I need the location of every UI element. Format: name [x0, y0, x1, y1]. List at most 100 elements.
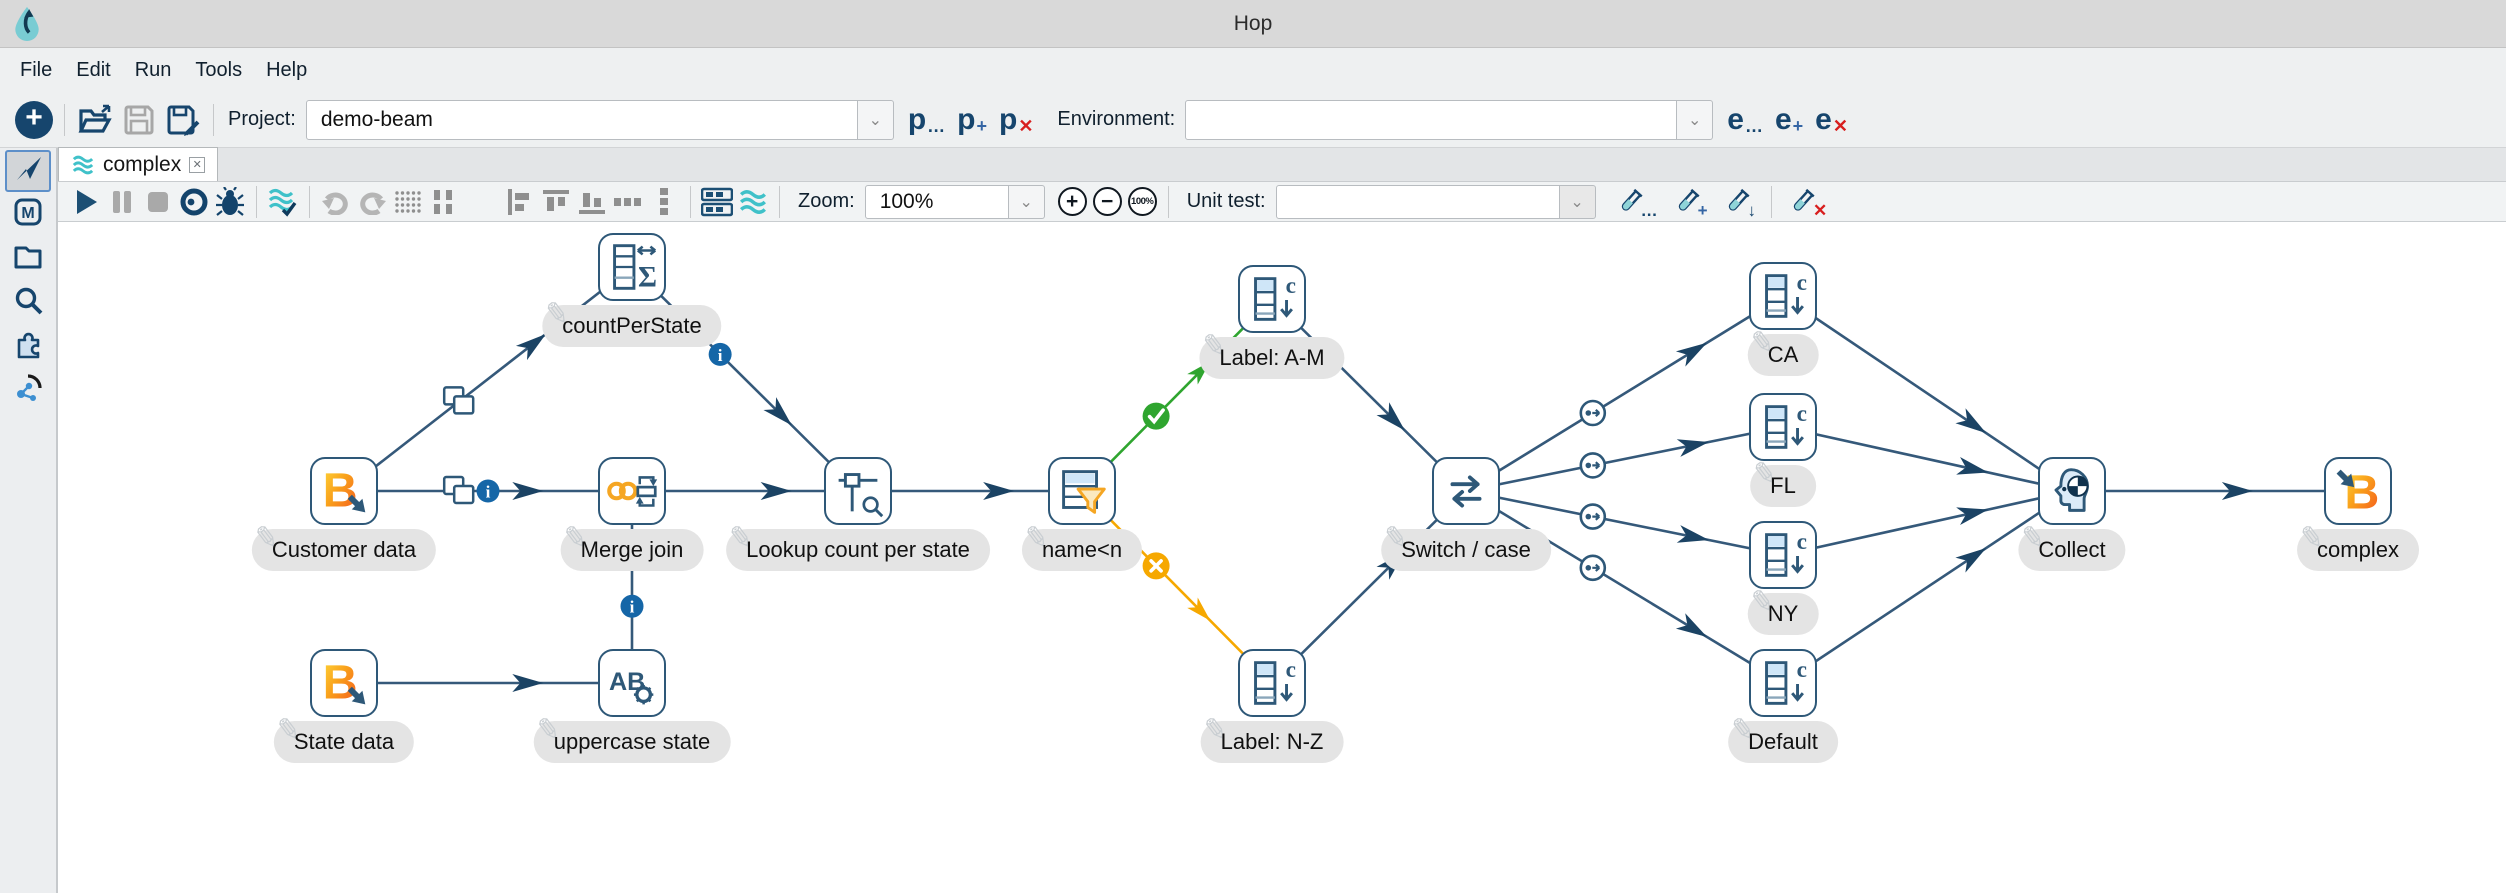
stop-button[interactable] [140, 185, 176, 219]
sidebar-item-plugins[interactable] [5, 326, 51, 368]
chevron-down-icon[interactable]: ⌄ [1677, 99, 1714, 140]
add-environment-button[interactable]: e+ [1775, 104, 1803, 135]
transform-collect[interactable] [2038, 457, 2106, 525]
menu-item-help[interactable]: Help [266, 58, 308, 81]
pipeline-waves-icon [740, 189, 766, 214]
zoom-out-button[interactable]: − [1092, 187, 1122, 216]
transform-switch-case[interactable] [1432, 457, 1500, 525]
transform-default[interactable]: c [1749, 649, 1817, 717]
transform-uppercase-state[interactable]: AB [598, 649, 666, 717]
transform-label-collect[interactable]: ✎Collect [2018, 520, 2126, 571]
edit-project-button[interactable]: p… [908, 104, 945, 135]
edit-environment-button[interactable]: e… [1727, 104, 1763, 135]
menu-item-run[interactable]: Run [134, 58, 172, 81]
save-as-icon [167, 105, 200, 136]
sidebar-item-search[interactable] [5, 282, 51, 324]
transform-ny[interactable]: c [1749, 521, 1817, 589]
create-unit-test-button[interactable]: + [1672, 187, 1708, 219]
transform-lookup[interactable] [824, 457, 892, 525]
align-columns-button[interactable] [426, 185, 462, 219]
sidebar-item-git[interactable] [5, 370, 51, 412]
project-combo[interactable]: demo-beam ⌄ [305, 99, 894, 140]
transform-label-label-nz[interactable]: ✎Label: N-Z [1200, 712, 1344, 763]
zoom-value[interactable]: 100% [864, 184, 1009, 219]
sidebar-item-data-orchestration[interactable] [5, 150, 51, 192]
transform-label-merge-join[interactable]: ✎Merge join [560, 520, 704, 571]
menu-item-file[interactable]: File [20, 58, 53, 81]
debug-button[interactable] [212, 185, 248, 219]
delete-unit-test-button[interactable]: ✕ [1787, 187, 1827, 219]
project-value[interactable]: demo-beam [305, 99, 858, 140]
transform-label-nz[interactable]: c [1238, 649, 1306, 717]
transform-merge-join[interactable] [598, 457, 666, 525]
environment-combo[interactable]: ⌄ [1185, 99, 1714, 140]
unit-test-value[interactable] [1275, 184, 1560, 219]
show-execution-results-button[interactable] [699, 185, 735, 219]
sidebar-item-metadata[interactable]: M [5, 194, 51, 236]
zoom-in-button[interactable]: + [1057, 187, 1087, 216]
close-icon[interactable]: ✕ [189, 156, 206, 173]
transform-label-ca[interactable]: ✎CA [1748, 325, 1819, 376]
delete-project-button[interactable]: p✕ [999, 104, 1033, 135]
run-button[interactable] [68, 185, 104, 219]
transform-label-label-am[interactable]: ✎Label: A-M [1199, 328, 1345, 379]
chevron-down-icon[interactable]: ⌄ [1008, 184, 1045, 219]
save-button[interactable] [117, 98, 161, 142]
undo-button[interactable] [318, 185, 354, 219]
align-top-button[interactable] [538, 185, 574, 219]
menu-item-tools[interactable]: Tools [195, 58, 243, 81]
transform-fl[interactable]: c [1749, 393, 1817, 461]
transform-ca[interactable]: c [1749, 262, 1817, 330]
transform-label-default[interactable]: ✎Default [1728, 712, 1838, 763]
transform-label-uppercase-state[interactable]: ✎uppercase state [534, 712, 731, 763]
detach-unit-test-button[interactable]: ↓ [1722, 187, 1756, 219]
transform-label-ny[interactable]: ✎NY [1748, 584, 1819, 635]
open-button[interactable] [73, 98, 117, 142]
transform-count-per-state[interactable]: Σ [598, 233, 666, 301]
preview-button[interactable] [176, 185, 212, 219]
add-project-button[interactable]: p+ [957, 104, 987, 135]
sidebar-item-file-explorer[interactable] [5, 238, 51, 280]
align-bottom-button[interactable] [574, 185, 610, 219]
transform-label-lookup[interactable]: ✎Lookup count per state [726, 520, 990, 571]
transform-label-am[interactable]: c [1238, 265, 1306, 333]
transform-label-filter[interactable]: ✎name<n [1022, 520, 1143, 571]
transform-label-text: Lookup count per state [746, 537, 970, 562]
hop-logo-icon [15, 6, 39, 41]
delete-environment-button[interactable]: e✕ [1815, 102, 1848, 136]
save-as-button[interactable] [161, 98, 205, 142]
transform-label-fl[interactable]: ✎FL [1750, 456, 1816, 507]
edit-unit-test-button[interactable]: … [1615, 187, 1658, 219]
chevron-down-icon[interactable]: ⌄ [857, 99, 894, 140]
transform-label-complex-out[interactable]: ✎complex [2297, 520, 2419, 571]
letter-glyph: e [1815, 102, 1832, 136]
transform-label-state-data[interactable]: ✎State data [274, 712, 415, 763]
check-pipeline-button[interactable] [265, 185, 301, 219]
transform-label-customer-data[interactable]: ✎Customer data [252, 520, 437, 571]
test-tube-icon [1621, 188, 1643, 211]
pipeline-properties-button[interactable] [735, 185, 771, 219]
transform-label-count-per-state[interactable]: ✎countPerState [542, 296, 722, 347]
redo-button[interactable] [354, 185, 390, 219]
transform-complex-out[interactable]: B [2324, 457, 2392, 525]
distribute-horizontal-icon [614, 197, 641, 206]
distribute-horizontal-button[interactable] [610, 185, 646, 219]
chevron-down-icon[interactable]: ⌄ [1559, 184, 1596, 219]
svg-text:c: c [1797, 270, 1807, 296]
unit-test-combo[interactable]: ⌄ [1275, 184, 1596, 219]
zoom-combo[interactable]: 100% ⌄ [864, 184, 1045, 219]
zoom-reset-button[interactable]: 100% [1127, 187, 1157, 216]
snap-to-grid-button[interactable] [390, 185, 426, 219]
environment-value[interactable] [1185, 99, 1678, 140]
transform-filter[interactable] [1048, 457, 1116, 525]
distribute-vertical-button[interactable] [646, 185, 682, 219]
new-button[interactable]: + [12, 98, 56, 142]
transform-state-data[interactable]: B [310, 649, 378, 717]
menu-item-edit[interactable]: Edit [76, 58, 111, 81]
transform-label-switch-case[interactable]: ✎Switch / case [1381, 520, 1551, 571]
pause-button[interactable] [104, 185, 140, 219]
tab-complex[interactable]: complex ✕ [58, 147, 219, 181]
align-left-button[interactable] [502, 185, 538, 219]
transform-customer-data[interactable]: B [310, 457, 378, 525]
